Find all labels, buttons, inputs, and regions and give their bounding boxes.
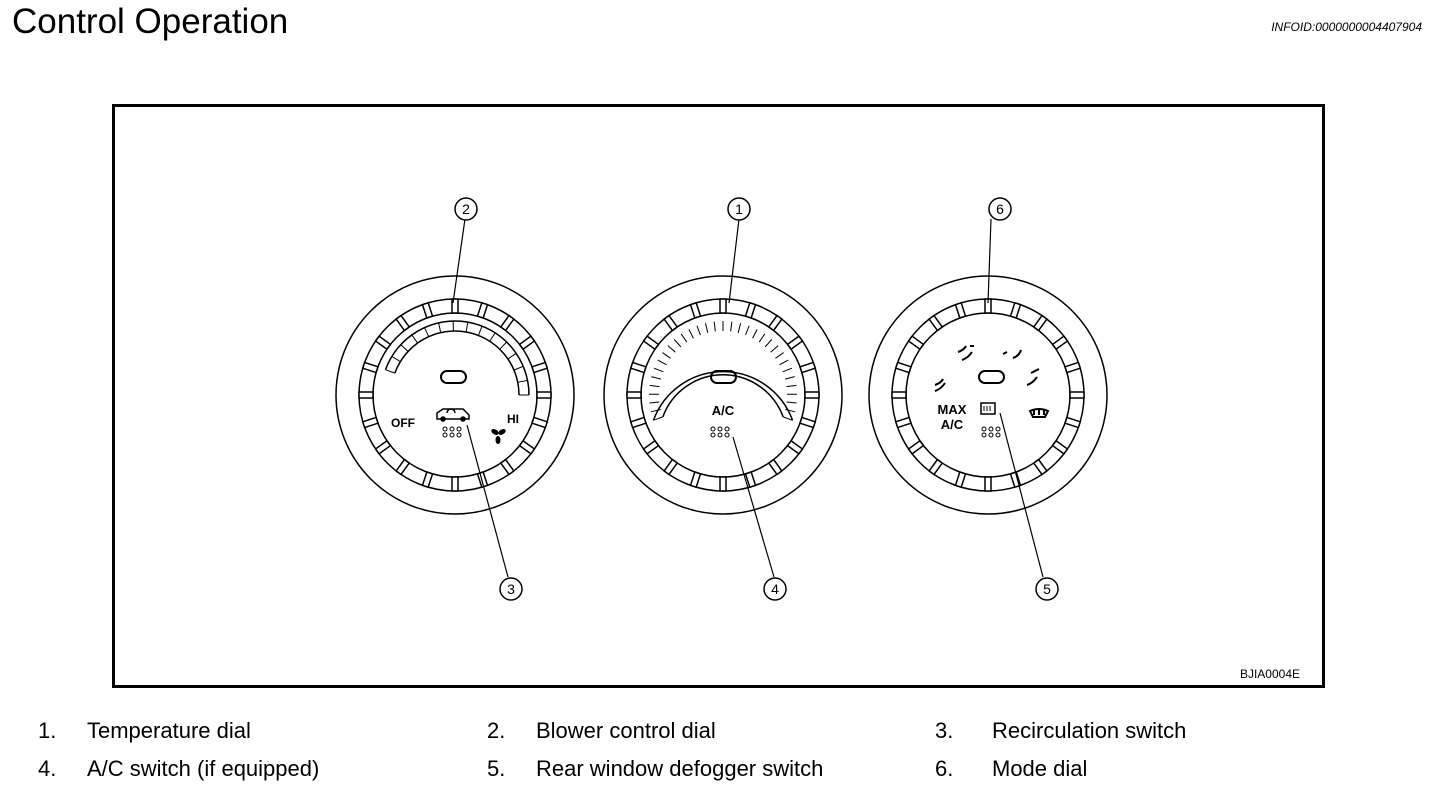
- fan-icon: [491, 429, 506, 444]
- recirculation-icon: [436, 408, 470, 422]
- callout-5: 5: [1035, 577, 1059, 601]
- callout-6: 6: [988, 197, 1012, 221]
- leader-line-2: [452, 218, 466, 304]
- leader-line-6: [987, 218, 992, 304]
- rear-defogger-icon: [980, 402, 996, 415]
- defrost-floor-icon: [1026, 368, 1040, 386]
- max-label: MAX: [938, 402, 967, 417]
- svg-text:6: 6: [996, 201, 1004, 217]
- info-id: INFOID:0000000004407904: [1271, 20, 1422, 34]
- max-ac-label: A/C: [941, 417, 964, 432]
- callout-1: 1: [727, 197, 751, 221]
- svg-text:4: 4: [771, 581, 779, 597]
- vent-face-icon: [934, 378, 946, 392]
- control-panel-illustration: 2 1 6 3 4 5: [335, 197, 1108, 601]
- leader-line-4: [732, 436, 775, 578]
- blower-off-label: OFF: [391, 416, 415, 430]
- svg-text:1: 1: [735, 201, 743, 217]
- control-panel-figure: 2 1 6 3 4 5: [112, 104, 1325, 688]
- blower-indicator-slot: [440, 370, 467, 384]
- blower-dial-ring: [335, 275, 575, 515]
- leader-line-3: [466, 424, 509, 578]
- page-title: Control Operation: [12, 2, 289, 41]
- svg-text:2: 2: [462, 201, 470, 217]
- callout-2: 2: [454, 197, 478, 221]
- svg-text:3: 3: [507, 581, 515, 597]
- leader-line-1: [728, 218, 740, 304]
- svg-text:5: 5: [1043, 581, 1051, 597]
- blower-control-dial[interactable]: OFF HI: [391, 370, 519, 444]
- leader-line-5: [999, 412, 1044, 578]
- mode-dial-ring: [868, 275, 1108, 515]
- mode-indicator-slot: [978, 370, 1005, 384]
- callout-3: 3: [499, 577, 523, 601]
- blower-hi-label: HI: [507, 412, 519, 426]
- vent-floor-icon: [1002, 349, 1022, 359]
- temperature-dial[interactable]: A/C: [710, 370, 737, 418]
- temperature-dial-ring: [603, 275, 843, 515]
- defrost-icon: [1028, 408, 1050, 418]
- temperature-indicator-slot: [710, 370, 737, 384]
- figure-code: BJIA0004E: [1239, 667, 1300, 681]
- ac-switch-label: A/C: [712, 403, 735, 418]
- mode-dial[interactable]: MAX A/C: [934, 345, 1050, 432]
- rear-defogger-switch[interactable]: [980, 402, 996, 415]
- vent-bilevel-icon: [957, 345, 974, 361]
- callout-4: 4: [763, 577, 787, 601]
